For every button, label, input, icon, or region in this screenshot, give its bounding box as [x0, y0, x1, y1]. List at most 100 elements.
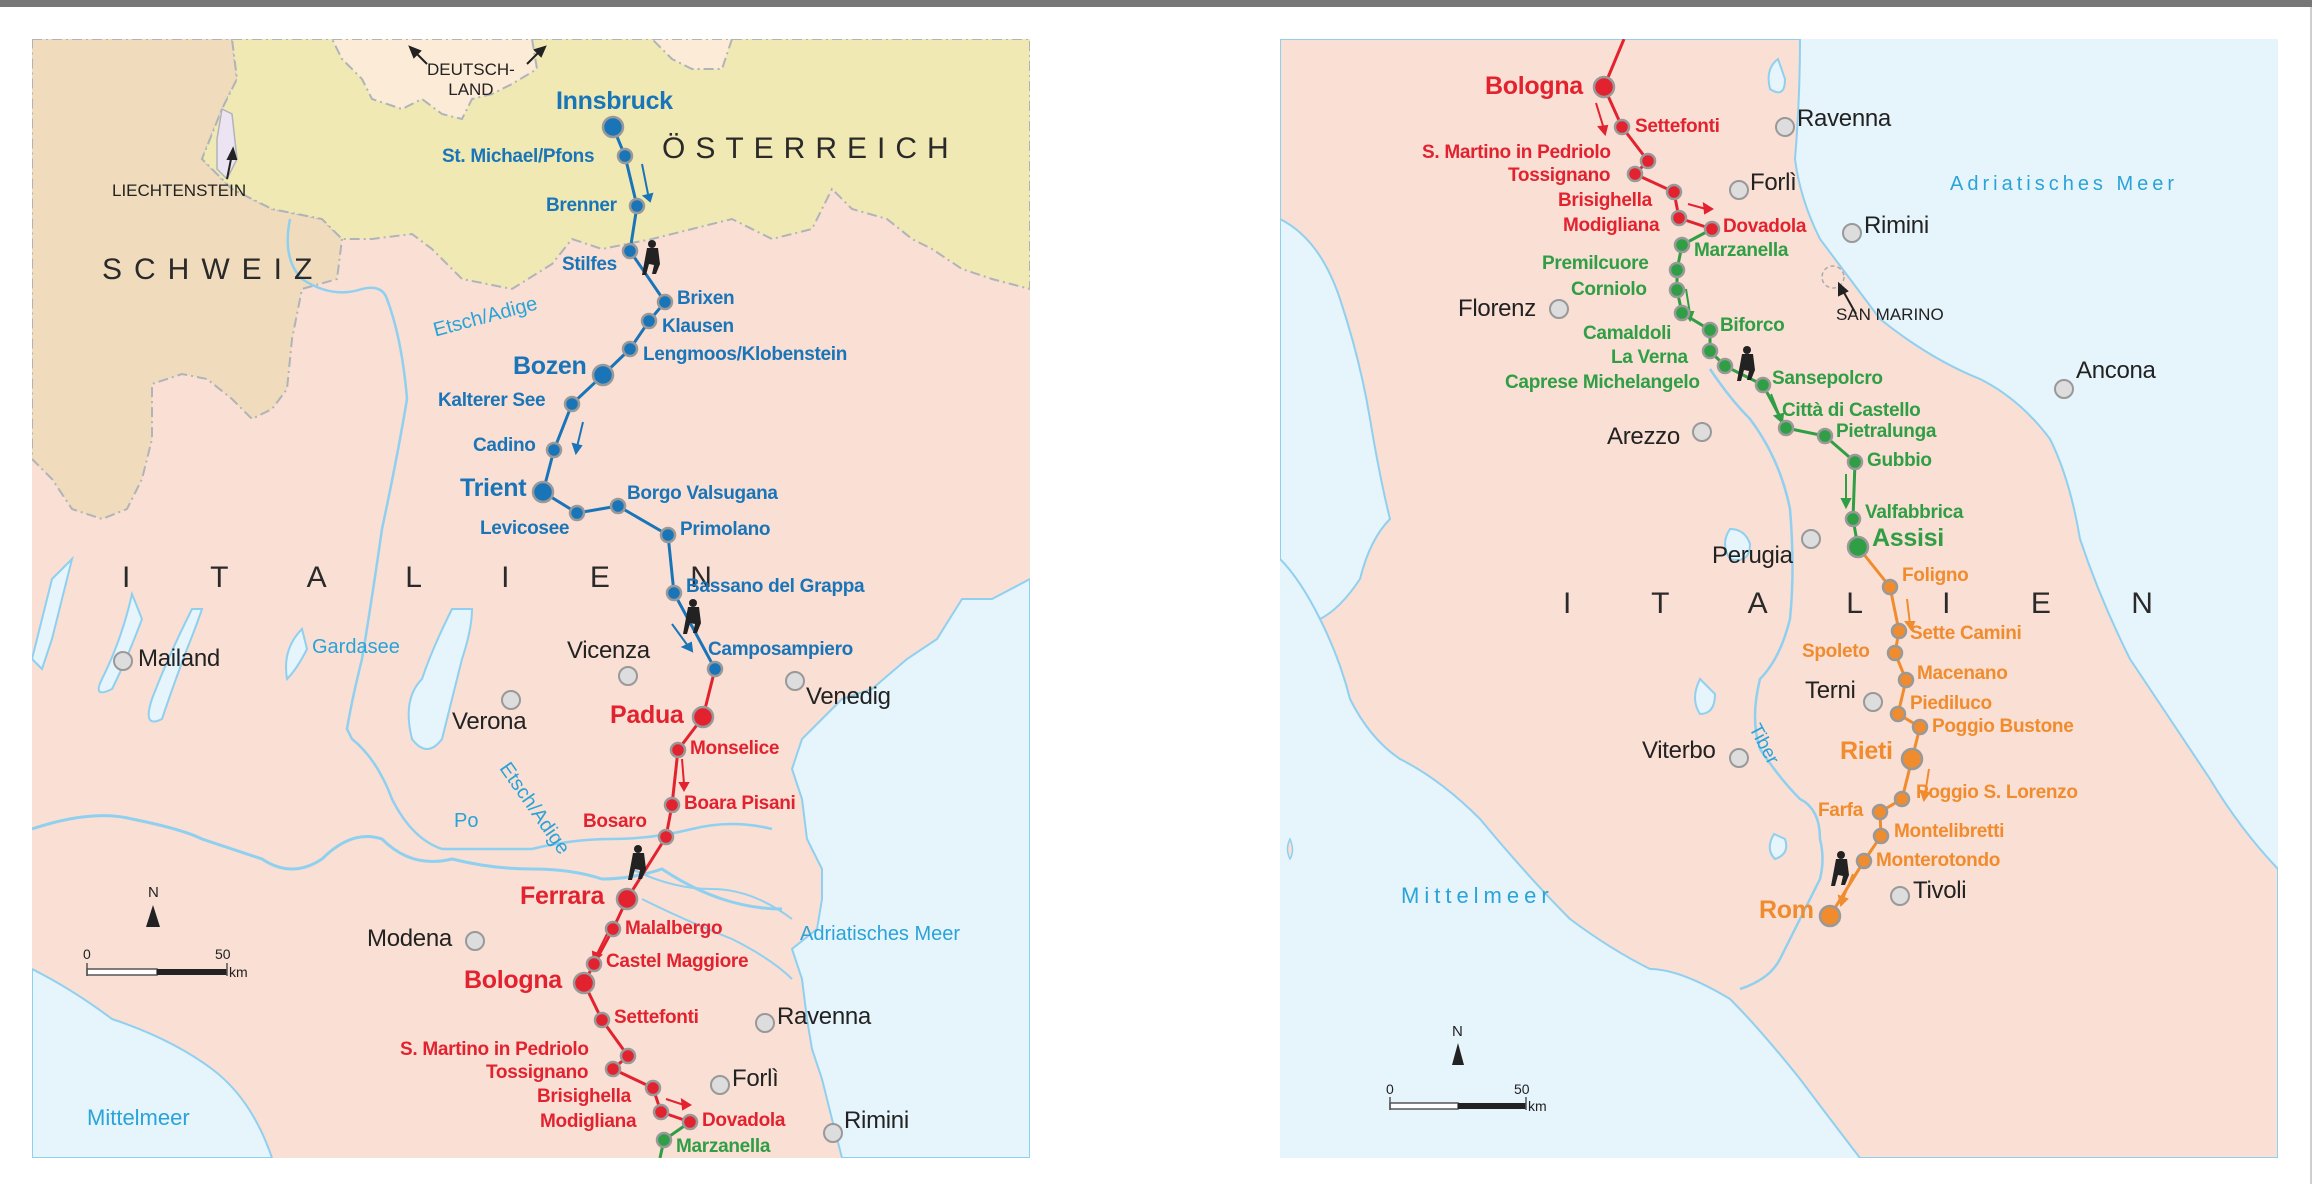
city-label: Perugia [1712, 542, 1793, 569]
station-label: Padua [610, 701, 684, 729]
sea-label-adriatic: Adriatisches Meer [800, 923, 961, 945]
map-right-graphic [1280, 39, 2278, 1158]
station-label: Assisi [1872, 524, 1944, 552]
station-label: Levicosee [480, 518, 570, 539]
station-label: Biforco [1720, 315, 1785, 336]
north-arrow-label: N [148, 884, 159, 901]
country-label-austria: ÖSTERREICH [662, 132, 959, 165]
station-label: Bozen [513, 352, 587, 380]
station-label: Montelibretti [1894, 821, 2005, 842]
station-label: Poggio S. Lorenzo [1916, 782, 2078, 803]
city-label: Rimini [1864, 212, 1929, 239]
station-label: Dovadola [702, 1110, 786, 1131]
station-label: Malalbergo [625, 918, 723, 939]
city-label: Rimini [844, 1107, 909, 1134]
station-label: St. Michael/Pfons [442, 146, 595, 167]
station-label: Trient [460, 474, 527, 502]
sea-label-mediterranean: Mittelmeer [1401, 883, 1554, 908]
station-label: Marzanella [676, 1136, 771, 1157]
station-label: Modigliana [540, 1111, 637, 1132]
station-label: Modigliana [1563, 215, 1660, 236]
city-label: Vicenza [567, 637, 650, 664]
station-label: S. Martino in Pedriolo [400, 1039, 589, 1060]
city-label: Ravenna [1797, 105, 1891, 132]
city-label: Verona [452, 708, 527, 735]
station-label: Pietralunga [1836, 421, 1937, 442]
station-label: Marzanella [1694, 240, 1789, 261]
scale-unit: km [1528, 1098, 1547, 1114]
station-label: Monselice [690, 738, 780, 759]
station-label: Cadino [473, 435, 536, 456]
country-label-germany: DEUTSCH- LAND [427, 60, 515, 99]
scale-end: 50 [215, 946, 231, 962]
station-label: Bologna [464, 966, 562, 994]
map-north-section: ÖSTERREICH SCHWEIZ I T A L I E N DEUTSCH… [32, 39, 1030, 1158]
city-label: Arezzo [1607, 423, 1680, 450]
country-label-liechtenstein: LIECHTENSTEIN [112, 181, 247, 200]
scale-start: 0 [83, 946, 91, 962]
sea-label-adriatic: Adriatisches Meer [1950, 173, 2179, 195]
window-edge [2310, 7, 2312, 1184]
sea-label-mediterranean: Mittelmeer [87, 1105, 190, 1130]
station-label: Innsbruck [556, 87, 673, 115]
station-label: Brisighella [1558, 190, 1652, 211]
city-label: Ravenna [777, 1003, 871, 1030]
station-label: Foligno [1902, 565, 1969, 586]
city-label: Venedig [806, 683, 891, 710]
station-label: Dovadola [1723, 216, 1807, 237]
station-label: Piediluco [1910, 693, 1992, 714]
lake-label-garda: Gardasee [312, 636, 400, 658]
city-label: Terni [1805, 677, 1856, 704]
station-label: Sette Camini [1910, 623, 2022, 644]
station-label: Ferrara [520, 882, 605, 910]
station-label: Città di Castello [1782, 400, 1921, 421]
station-label: Spoleto [1802, 641, 1870, 662]
station-label: Bosaro [583, 811, 647, 832]
station-label: Sansepolcro [1772, 368, 1883, 389]
station-label: Klausen [662, 316, 734, 337]
hiker-icon [1737, 346, 1849, 886]
city-label: Tivoli [1913, 877, 1967, 904]
station-label: Tossignano [1508, 165, 1611, 186]
city-label: Forlì [1750, 169, 1797, 196]
country-label-italy: I T A L I E N [122, 563, 760, 593]
city-label: Viterbo [1642, 737, 1716, 764]
station-label: Macenano [1917, 663, 2008, 684]
station-label: Borgo Valsugana [627, 483, 778, 504]
station-label: Settefonti [1635, 116, 1720, 137]
station-label: Rieti [1840, 737, 1893, 765]
country-label-italy: I T A L I E N [1563, 589, 2201, 619]
station-label: Corniolo [1571, 279, 1647, 300]
station-label: Gubbio [1867, 450, 1932, 471]
station-label: Camposampiero [708, 639, 853, 660]
city-label: Mailand [138, 645, 220, 672]
station-label: S. Martino in Pedriolo [1422, 142, 1611, 163]
station-label: Lengmoos/Klobenstein [643, 344, 848, 365]
station-label: Farfa [1818, 800, 1863, 821]
country-label-switzerland: SCHWEIZ [102, 253, 325, 286]
city-label: Florenz [1458, 295, 1536, 322]
station-label: Valfabbrica [1865, 502, 1964, 523]
italy-text: I T A L I E N [122, 561, 760, 594]
station-label: Castel Maggiore [606, 951, 749, 972]
window-top-bar [0, 0, 2312, 7]
hiker-icon [628, 240, 701, 880]
station-label: Primolano [680, 519, 771, 540]
map-left-graphic [32, 39, 1030, 1158]
north-arrow-label: N [1452, 1023, 1463, 1040]
scale-start: 0 [1386, 1081, 1394, 1097]
river-label-po: Po [454, 810, 479, 832]
station-label: Settefonti [614, 1007, 699, 1028]
station-label: Kalterer See [438, 390, 546, 411]
italy-text: I T A L I E N [1563, 587, 2201, 620]
station-label: Premilcuore [1542, 253, 1649, 274]
city-label: Modena [367, 925, 452, 952]
station-label: La Verna [1611, 347, 1688, 368]
station-label: Brenner [546, 195, 617, 216]
station-label: Brixen [677, 288, 735, 309]
scale-unit: km [229, 964, 248, 980]
country-label-san-marino: SAN MARINO [1836, 305, 1944, 324]
station-label: Brisighella [537, 1086, 631, 1107]
station-label: Rom [1759, 896, 1814, 924]
station-label: Monterotondo [1876, 850, 2001, 871]
